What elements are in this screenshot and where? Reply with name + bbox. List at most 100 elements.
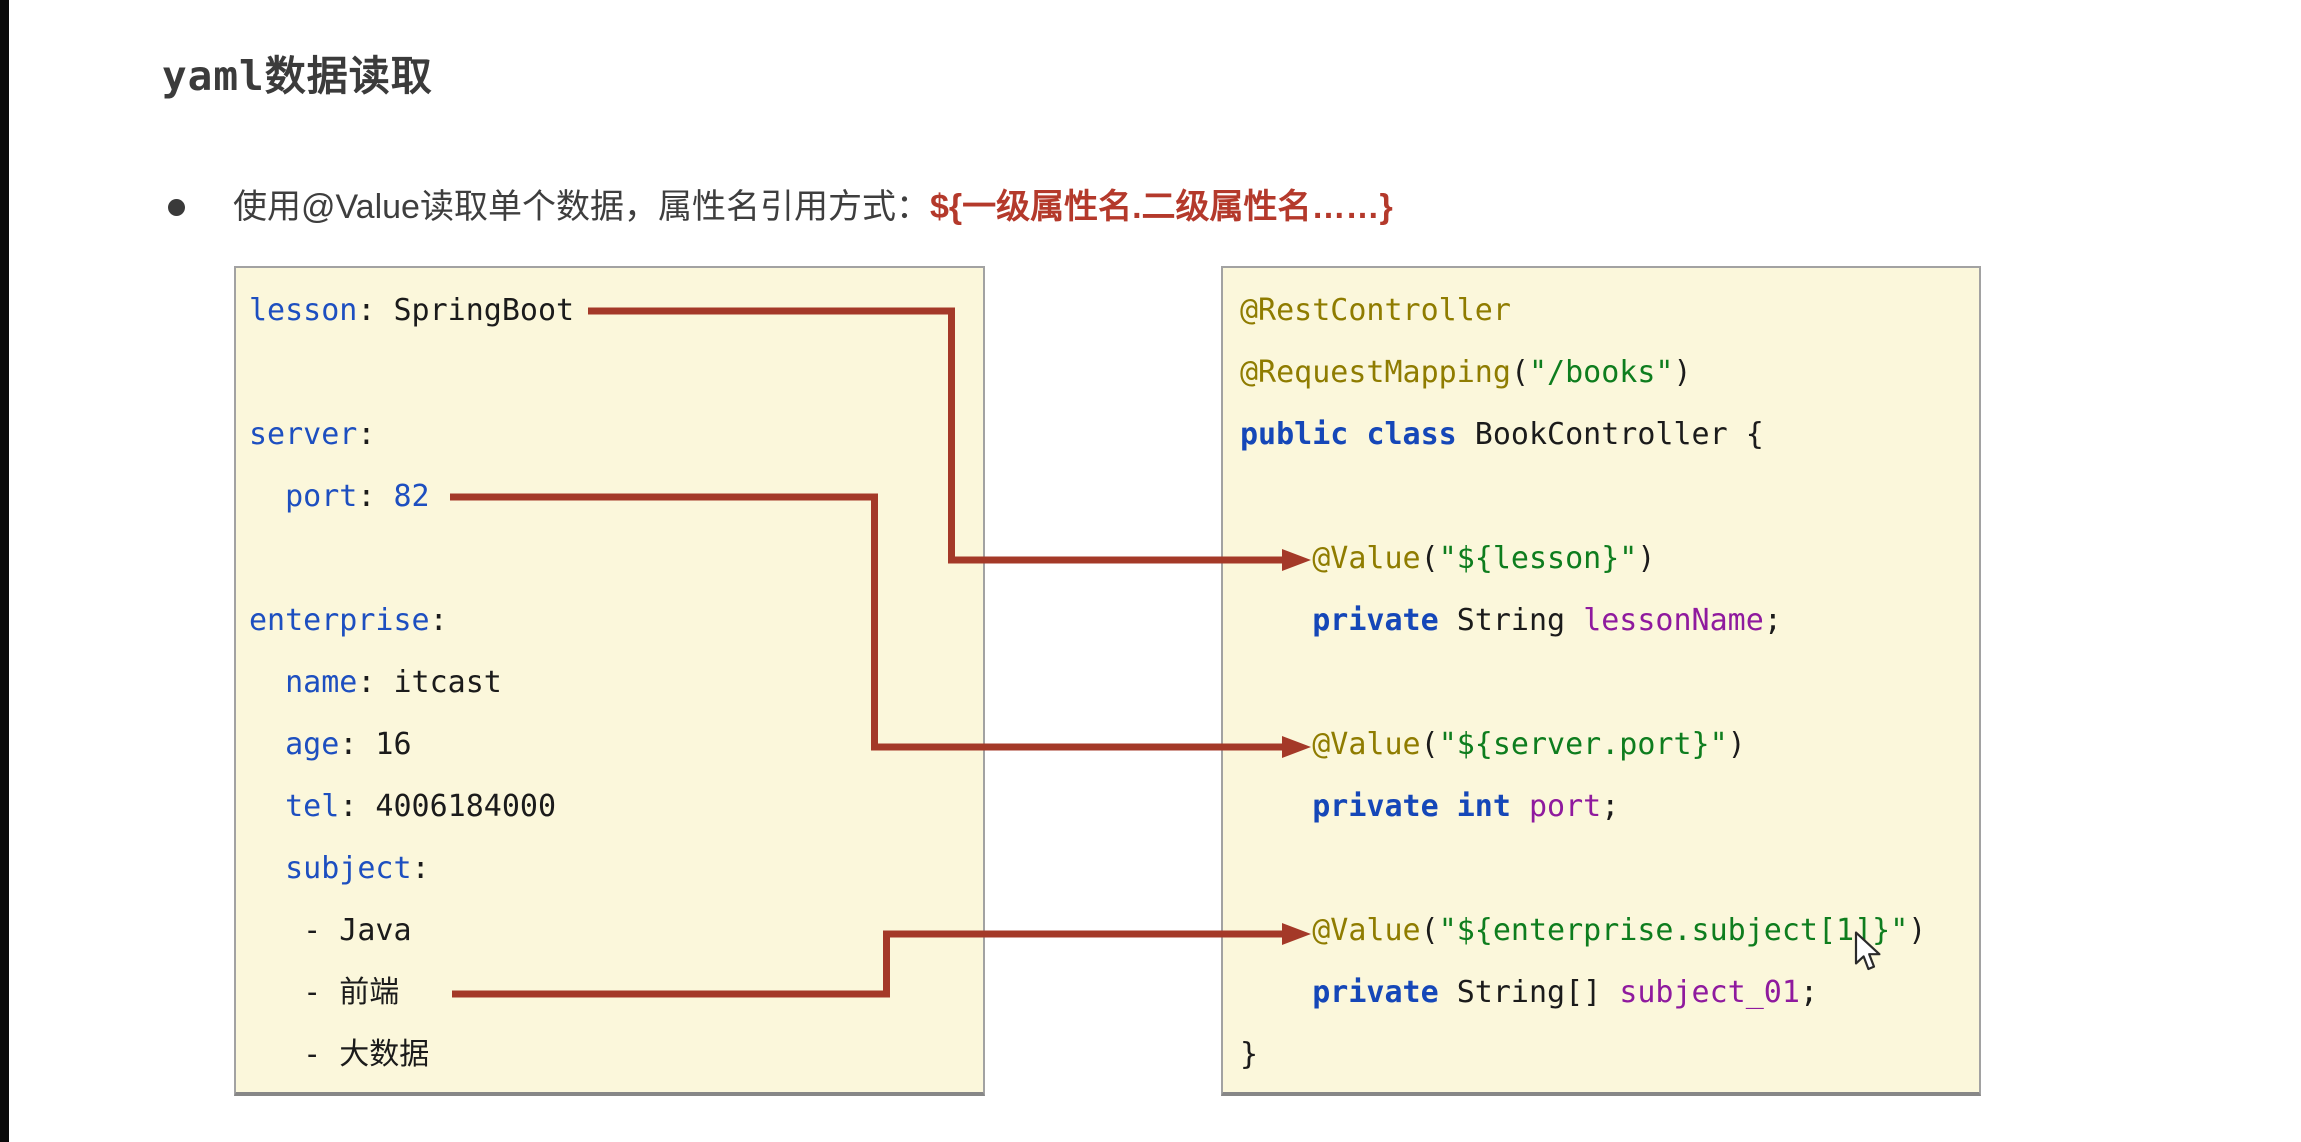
code-token-key: tel	[285, 789, 340, 824]
code-line: @RequestMapping("/books")	[1240, 342, 1979, 404]
code-token-ann: @RequestMapping	[1240, 355, 1511, 390]
code-token-field: port	[1529, 789, 1602, 824]
code-token-plain: : itcast	[357, 665, 502, 700]
code-line: private int port;	[1240, 776, 1979, 838]
code-token-key: server	[249, 417, 358, 452]
code-line: @Value("${enterprise.subject[1]}")	[1240, 900, 1979, 962]
code-token-plain	[249, 851, 285, 886]
code-line: tel: 4006184000	[249, 776, 983, 838]
bullet-line: 使用@Value读取单个数据，属性名引用方式：${一级属性名.二级属性名……}	[233, 184, 1393, 230]
code-line	[1240, 652, 1979, 714]
code-token-key: lesson	[249, 293, 358, 328]
code-token-plain: :	[429, 603, 448, 638]
code-token-kw: private	[1312, 975, 1439, 1010]
yaml-code: lesson: SpringBoot server: port: 82 ente…	[236, 268, 983, 1086]
code-line: - 前端	[249, 962, 983, 1024]
code-token-str: "${server.port}"	[1438, 727, 1728, 762]
code-line: age: 16	[249, 714, 983, 776]
code-token-ann: @Value	[1312, 913, 1421, 948]
code-token-plain: ;	[1799, 975, 1818, 1010]
code-token-plain: (	[1420, 541, 1439, 576]
code-token-plain: - 大数据	[249, 1037, 430, 1072]
code-token-kw: class	[1366, 417, 1457, 452]
code-line	[1240, 466, 1979, 528]
code-line: server:	[249, 404, 983, 466]
code-token-plain: : 16	[339, 727, 412, 762]
code-line	[249, 528, 983, 590]
code-token-field: subject_01	[1619, 975, 1800, 1010]
bullet-highlight: ${一级属性名.二级属性名……}	[929, 188, 1393, 226]
code-line: port: 82	[249, 466, 983, 528]
page-title: yaml数据读取	[162, 52, 433, 100]
code-token-plain: (	[1510, 355, 1529, 390]
code-line: enterprise:	[249, 590, 983, 652]
code-token-plain	[249, 479, 285, 514]
code-token-plain	[1511, 789, 1529, 824]
yaml-code-panel: lesson: SpringBoot server: port: 82 ente…	[234, 266, 985, 1096]
code-token-plain: :	[357, 417, 376, 452]
code-token-kw: private	[1312, 603, 1439, 638]
code-line	[249, 342, 983, 404]
code-token-plain	[1348, 417, 1366, 452]
code-token-plain: )	[1908, 913, 1927, 948]
bullet-marker	[168, 199, 185, 216]
code-line: public class BookController {	[1240, 404, 1979, 466]
code-token-kw: private	[1312, 789, 1439, 824]
code-token-str: "/books"	[1529, 355, 1674, 390]
code-token-str: "${lesson}"	[1438, 541, 1638, 576]
code-line: @Value("${server.port}")	[1240, 714, 1979, 776]
code-token-key: name	[285, 665, 358, 700]
code-line: - Java	[249, 900, 983, 962]
code-token-plain: String	[1438, 603, 1584, 638]
code-token-plain: )	[1727, 727, 1746, 762]
code-token-plain: ;	[1763, 603, 1782, 638]
code-token-plain: :	[357, 293, 376, 328]
code-line: name: itcast	[249, 652, 983, 714]
code-line	[1240, 838, 1979, 900]
code-token-plain	[1240, 541, 1312, 576]
code-token-plain: - Java	[249, 913, 412, 948]
code-token-plain	[1240, 913, 1312, 948]
code-token-plain: : 4006184000	[339, 789, 557, 824]
bullet-text: 使用@Value读取单个数据，属性名引用方式：	[233, 188, 930, 226]
code-token-plain	[1240, 603, 1312, 638]
code-token-key: subject	[285, 851, 412, 886]
code-token-plain	[1240, 789, 1312, 824]
code-line: @RestController	[1240, 280, 1979, 342]
code-token-key: port	[285, 479, 358, 514]
code-line: - 大数据	[249, 1024, 983, 1086]
code-token-plain: BookController {	[1456, 417, 1764, 452]
code-line: }	[1240, 1024, 1979, 1086]
code-token-plain: (	[1420, 727, 1439, 762]
java-code: @RestController@RequestMapping("/books")…	[1223, 268, 1979, 1086]
code-token-ann: @RestController	[1240, 293, 1511, 328]
code-line: lesson: SpringBoot	[249, 280, 983, 342]
code-line: private String[] subject_01;	[1240, 962, 1979, 1024]
code-token-plain: SpringBoot	[375, 293, 575, 328]
code-token-str: "${enterprise.subject[1]}"	[1438, 913, 1909, 948]
code-token-plain	[1240, 975, 1312, 1010]
code-token-plain	[1439, 789, 1457, 824]
code-line: private String lessonName;	[1240, 590, 1979, 652]
code-token-num: 82	[393, 479, 430, 514]
code-token-kw: int	[1456, 789, 1511, 824]
code-token-kw: public	[1240, 417, 1349, 452]
code-token-plain: }	[1240, 1037, 1259, 1072]
code-token-plain	[249, 789, 285, 824]
code-token-field: lessonName	[1583, 603, 1764, 638]
code-token-plain: )	[1673, 355, 1692, 390]
code-line: subject:	[249, 838, 983, 900]
code-token-ann: @Value	[1312, 541, 1421, 576]
code-token-plain: (	[1420, 913, 1439, 948]
code-token-plain: ;	[1601, 789, 1620, 824]
code-token-plain: - 前端	[249, 975, 400, 1010]
code-line: @Value("${lesson}")	[1240, 528, 1979, 590]
code-token-plain: )	[1637, 541, 1656, 576]
code-token-ann: @Value	[1312, 727, 1421, 762]
code-token-plain	[1240, 727, 1312, 762]
java-code-panel: @RestController@RequestMapping("/books")…	[1221, 266, 1981, 1096]
code-token-plain	[249, 727, 285, 762]
left-letterbox-bar	[0, 0, 9, 1142]
code-token-plain	[249, 665, 285, 700]
